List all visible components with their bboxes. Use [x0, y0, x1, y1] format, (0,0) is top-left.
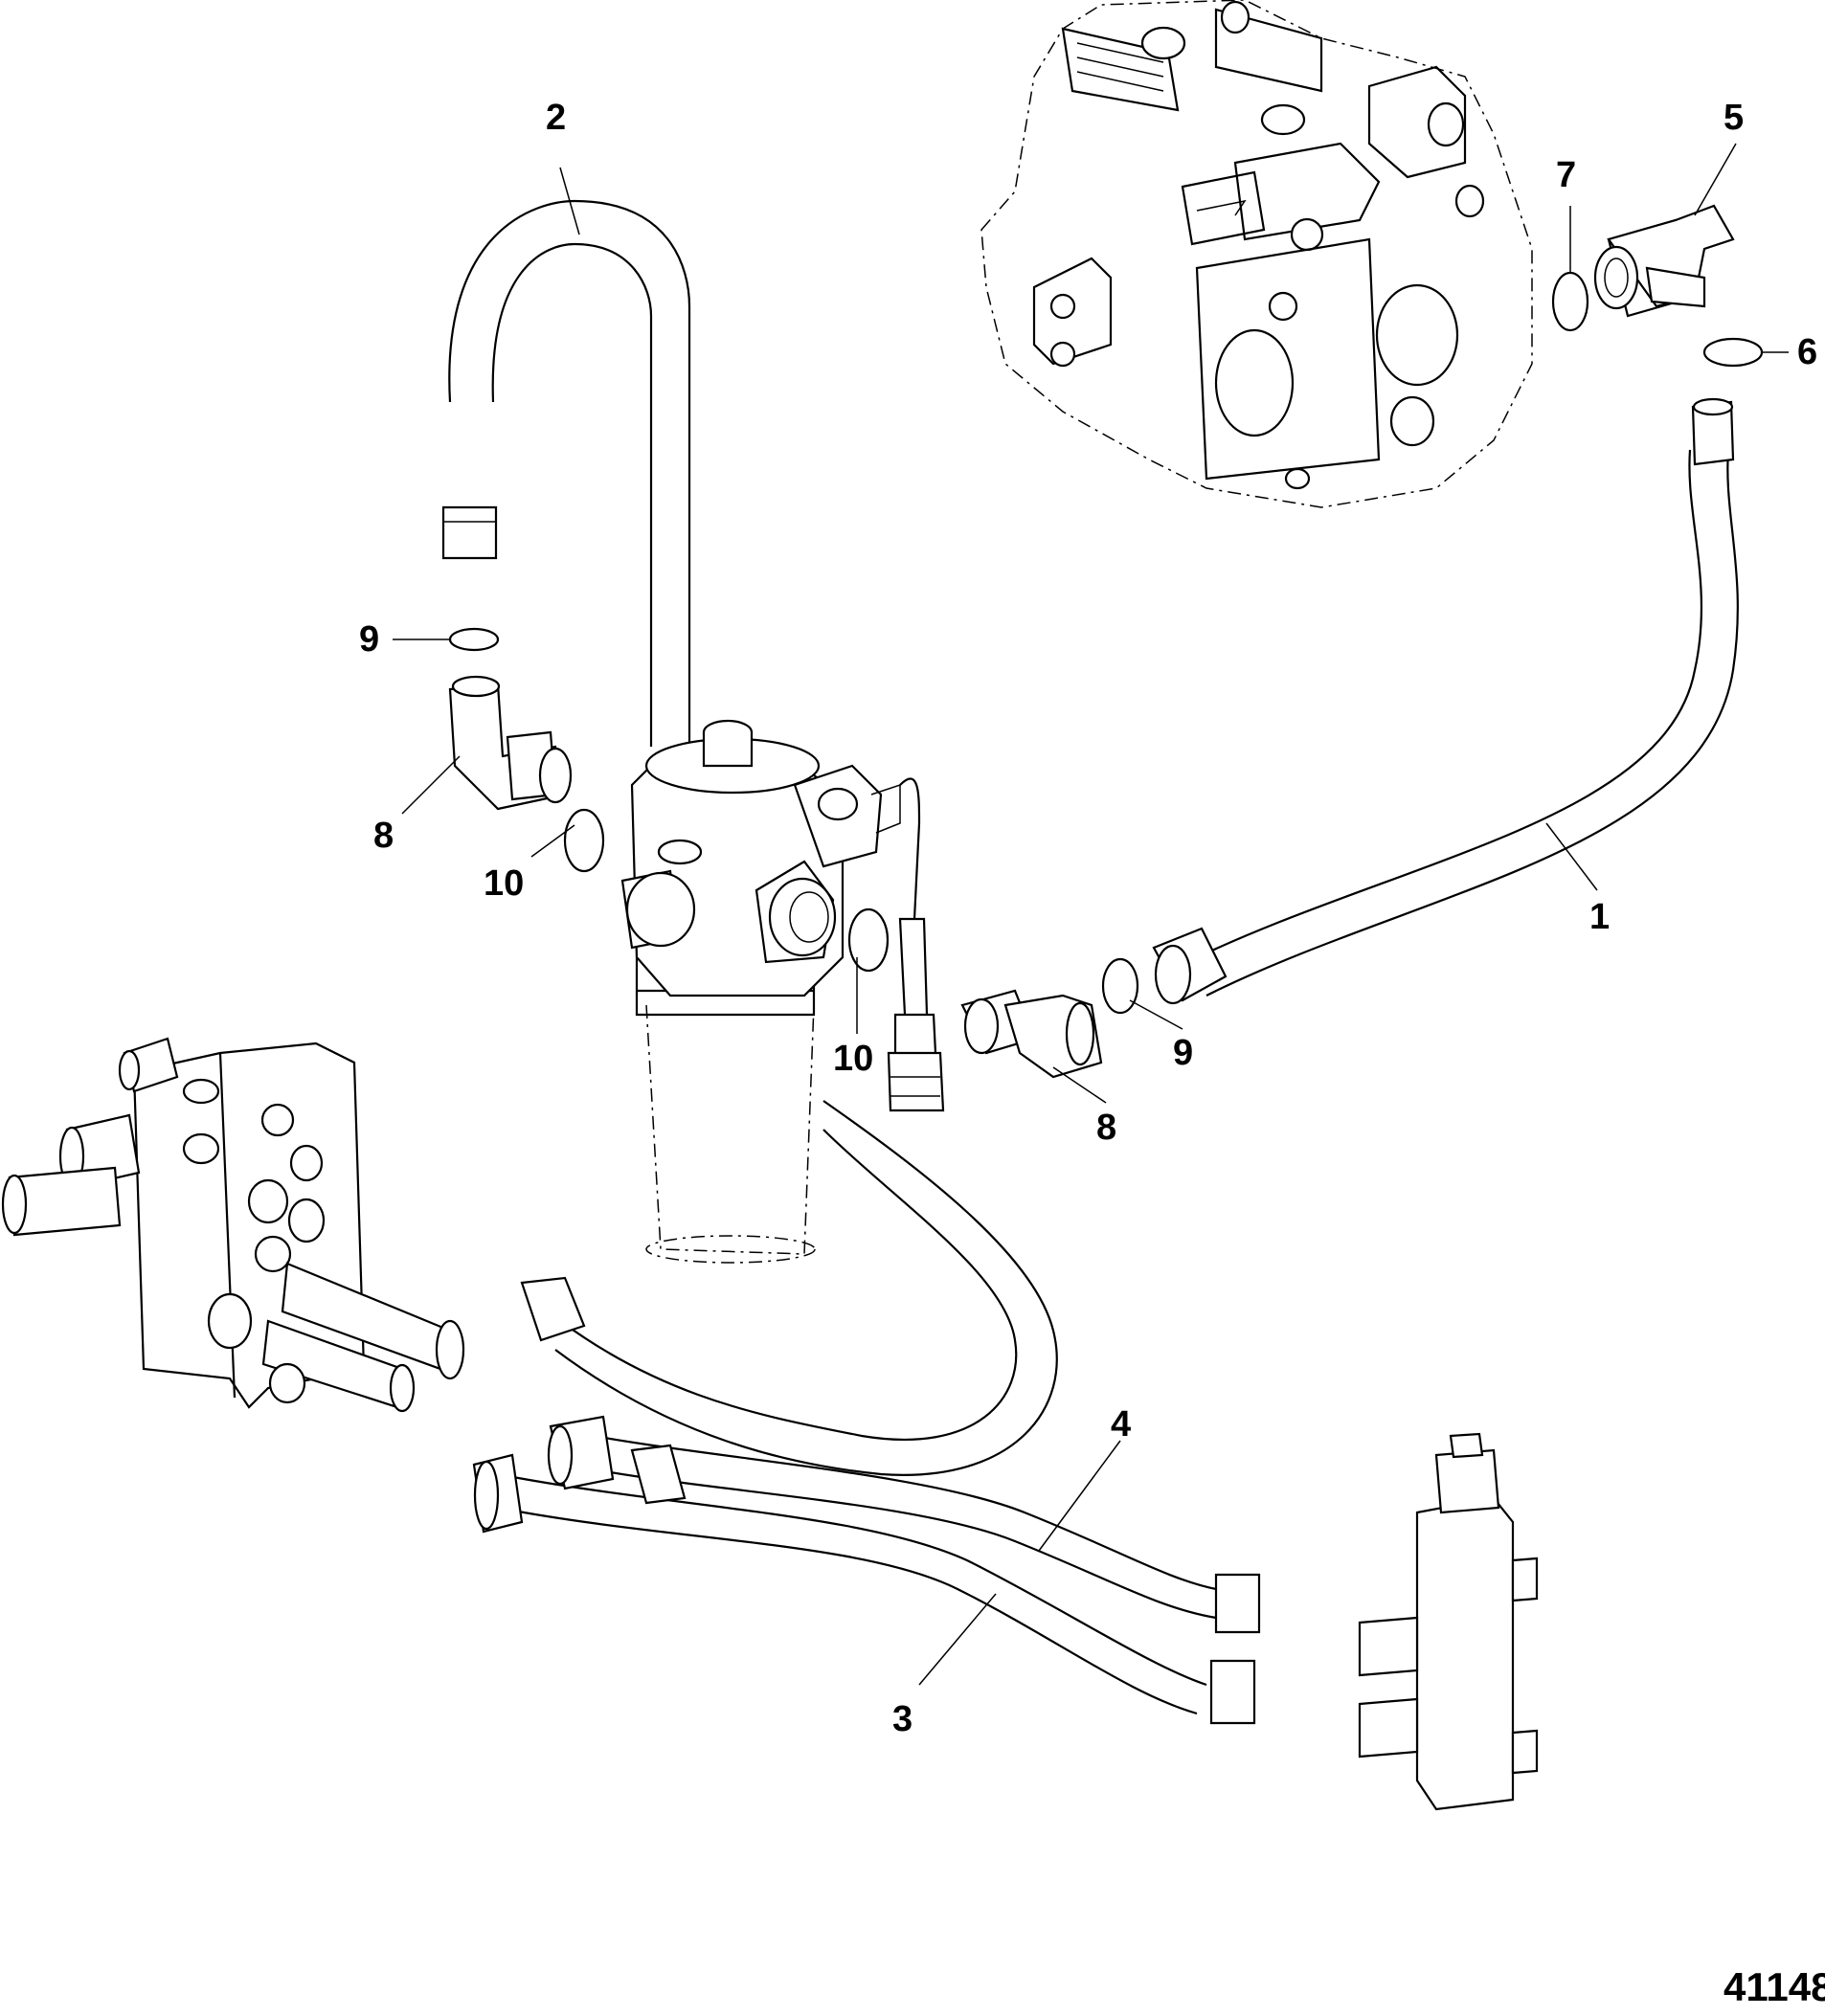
hydraulic-filter: [620, 719, 921, 1264]
callout-9-upper: 9: [359, 619, 379, 660]
hose-3: [472, 1453, 1256, 1725]
hose-2: [441, 199, 691, 747]
hydraulic-pump: [980, 0, 1533, 508]
hose-4: [547, 1415, 1261, 1634]
elbow-fitting-8-left: [448, 675, 573, 811]
o-ring-9-upper: [448, 627, 500, 652]
callout-3: 3: [892, 1699, 912, 1739]
callout-8-left: 8: [373, 816, 394, 856]
callout-5: 5: [1724, 98, 1744, 138]
o-ring-9-right: [1101, 957, 1139, 1015]
callout-7: 7: [1556, 155, 1576, 195]
callout-10-right: 10: [833, 1039, 873, 1079]
figure-number: 41148: [1724, 1964, 1825, 2009]
o-ring-6: [1702, 337, 1764, 368]
callout-8-right: 8: [1096, 1108, 1116, 1148]
relief-valve-block: [1358, 1432, 1539, 1811]
callout-4: 4: [1111, 1404, 1131, 1445]
o-ring-10-right: [847, 907, 890, 973]
leader-lines: [393, 143, 1789, 1686]
callout-labels: 2 5 7 6 9 8 10 1 10 9 8 4 3: [359, 98, 1817, 1739]
control-valve-block: [1, 1037, 465, 1413]
hose-1: [1152, 397, 1739, 1005]
callout-1: 1: [1589, 897, 1610, 937]
callout-2: 2: [546, 98, 566, 138]
elbow-fitting-5: [1593, 204, 1735, 318]
callout-10-left: 10: [484, 863, 524, 904]
callout-9-right: 9: [1173, 1033, 1193, 1073]
callout-6: 6: [1797, 332, 1817, 372]
o-ring-7: [1551, 271, 1589, 332]
o-ring-10-left: [563, 808, 605, 873]
elbow-fitting-8-right: [960, 989, 1103, 1079]
pressure-sensor: [887, 917, 945, 1112]
return-hose-loop: [520, 1100, 1058, 1476]
